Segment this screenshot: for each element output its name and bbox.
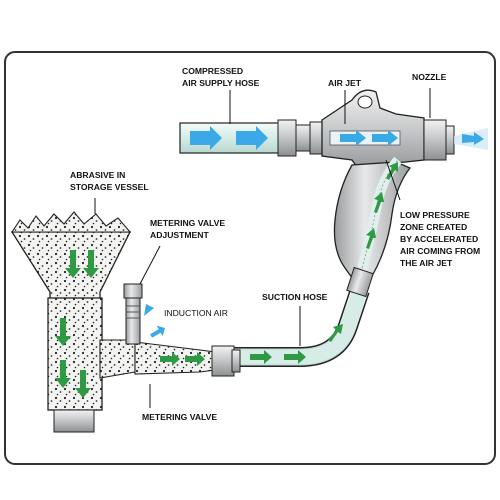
label-low-pressure-3: BY ACCELERATED: [400, 234, 478, 244]
label-compressed-air-2: AIR SUPPLY HOSE: [182, 78, 260, 88]
label-metering-adjust-1: METERING VALVE: [150, 218, 225, 228]
label-low-pressure-1: LOW PRESSURE: [400, 210, 470, 220]
air-arrow: [236, 126, 268, 150]
label-metering-valve: METERING VALVE: [142, 412, 217, 422]
air-arrow: [340, 130, 366, 146]
leader-low-pressure: [385, 159, 401, 201]
leader-lines: [94, 88, 431, 408]
air-flow-arrows: [144, 126, 484, 338]
label-induction-air: INDUCTION AIR: [164, 308, 228, 318]
label-air-jet: AIR JET: [328, 78, 362, 88]
induction-air-arrow: [150, 325, 165, 338]
label-compressed-air-1: COMPRESSED: [182, 66, 243, 76]
air-arrow: [190, 126, 222, 150]
leader-metering-adjust: [139, 245, 161, 285]
label-suction-hose: SUCTION HOSE: [262, 292, 328, 302]
induction-air-arrow: [144, 294, 160, 316]
abrasive-flow-arrows: [55, 162, 398, 398]
air-arrow: [462, 132, 484, 145]
label-abrasive-2: STORAGE VESSEL: [70, 182, 149, 192]
label-metering-adjust-2: ADJUSTMENT: [150, 230, 209, 240]
label-nozzle: NOZZLE: [412, 72, 447, 82]
label-abrasive-1: ABRASIVE IN: [70, 170, 125, 180]
air-arrow: [372, 130, 398, 146]
label-low-pressure-4: AIR COMING FROM: [400, 246, 480, 256]
label-low-pressure-5: THE AIR JET: [400, 258, 453, 268]
label-low-pressure-2: ZONE CREATED: [400, 222, 467, 232]
